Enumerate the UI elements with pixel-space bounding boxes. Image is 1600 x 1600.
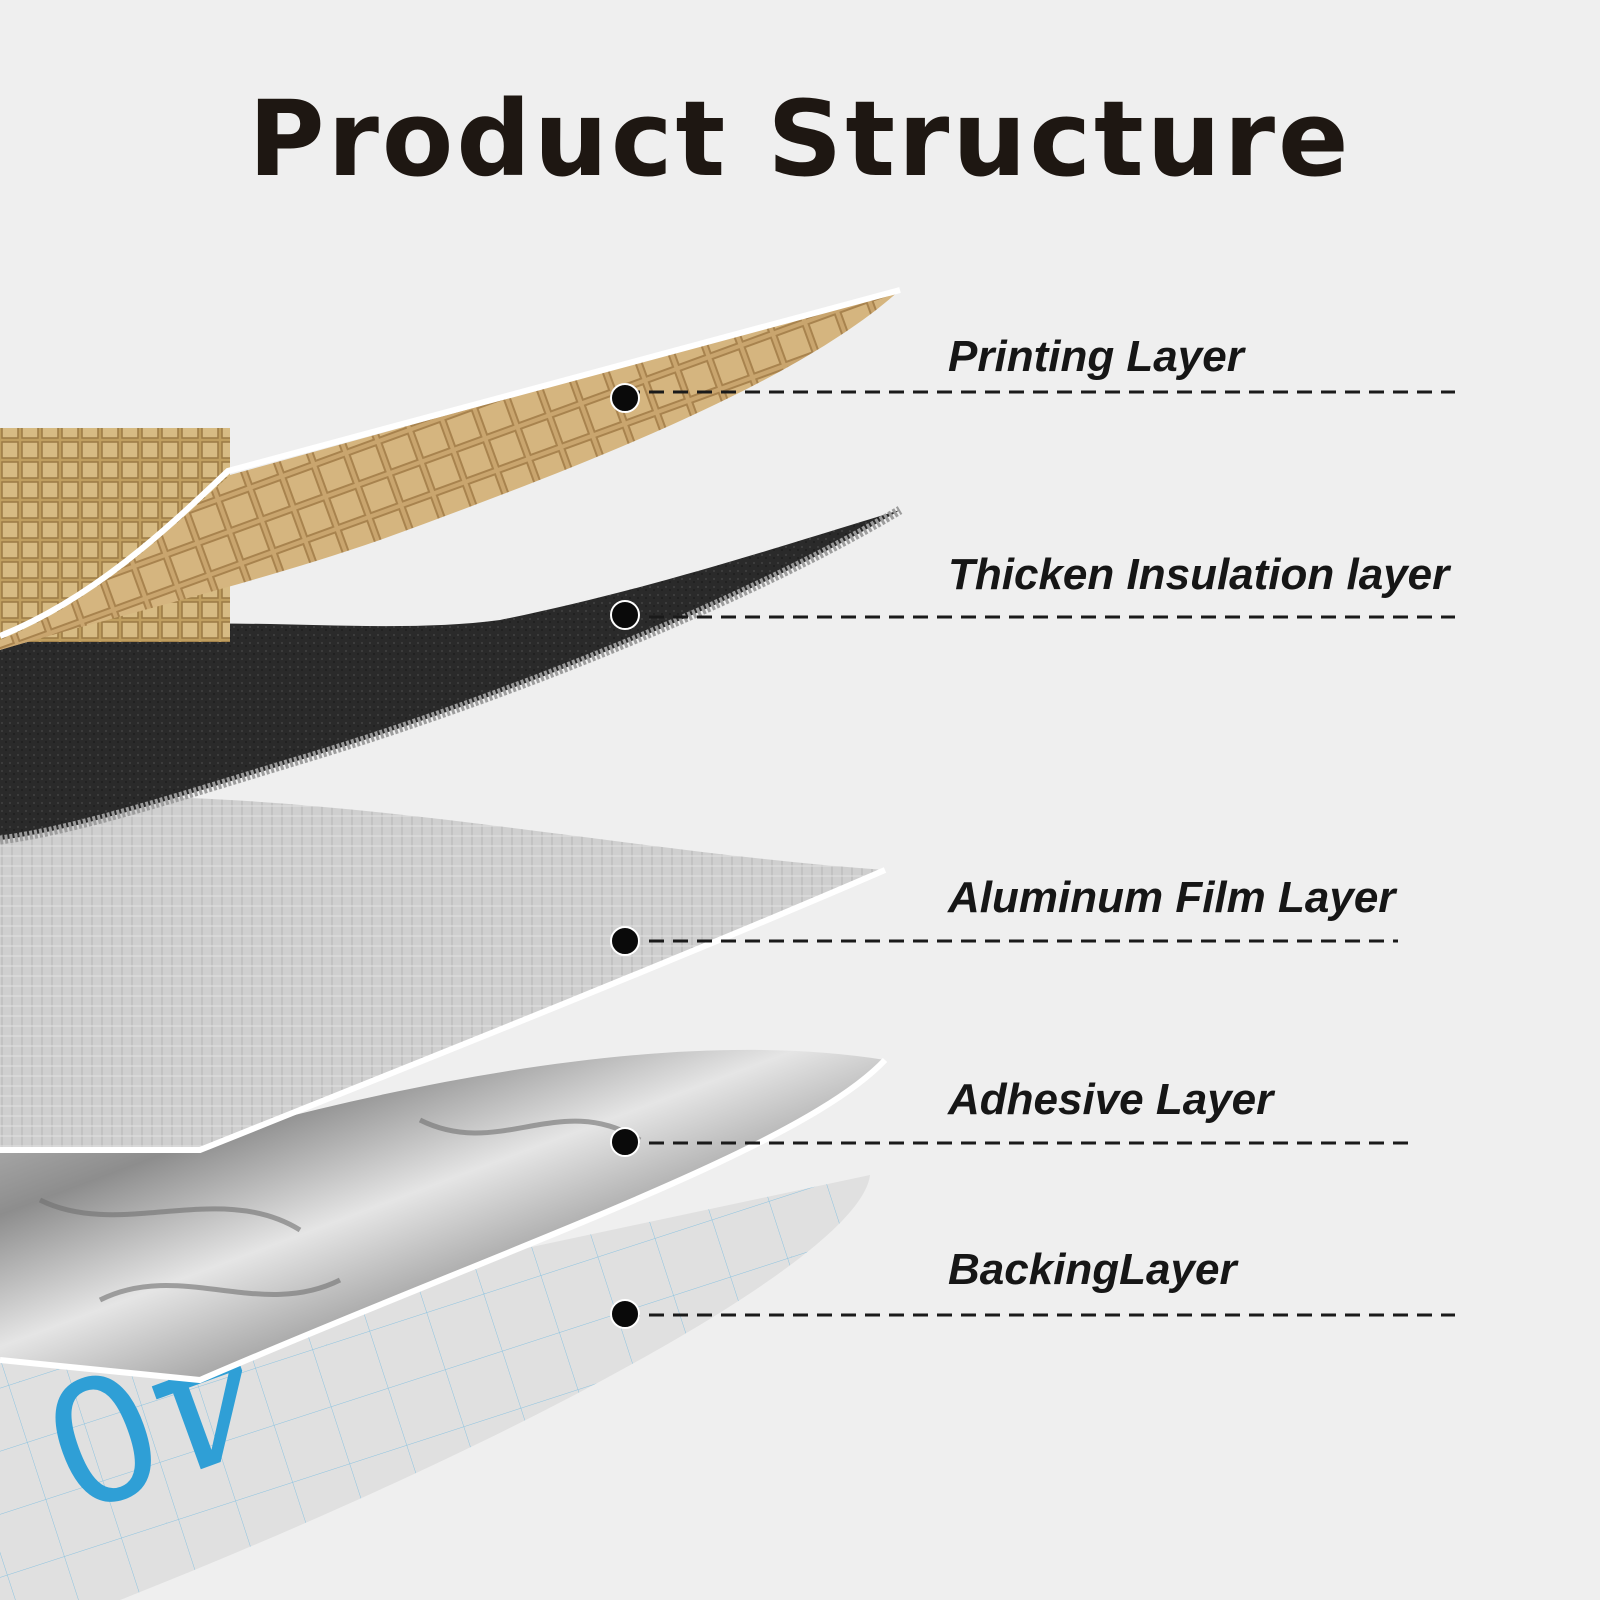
leader-line-aluminum <box>610 926 1398 956</box>
label-backing-layer: BackingLayer <box>948 1245 1237 1294</box>
leader-line-backing <box>610 1299 1455 1329</box>
backing-layer-sheet <box>0 1175 870 1600</box>
adhesive-layer-sheet <box>0 1049 885 1380</box>
leader-line-printing <box>610 383 1455 413</box>
label-adhesive-layer: Adhesive Layer <box>948 1075 1274 1124</box>
label-aluminum-layer: Aluminum Film Layer <box>948 873 1396 922</box>
leader-line-insulation <box>610 600 1455 630</box>
label-insulation-layer: Thicken Insulation layer <box>948 550 1450 599</box>
printing-layer-sheet <box>0 290 900 650</box>
insulation-layer-sheet <box>0 510 900 840</box>
aluminum-layer-sheet <box>0 796 885 1150</box>
page-title: Product Structure <box>248 78 1352 200</box>
leader-line-adhesive <box>610 1127 1415 1157</box>
label-printing-layer: Printing Layer <box>948 332 1244 381</box>
